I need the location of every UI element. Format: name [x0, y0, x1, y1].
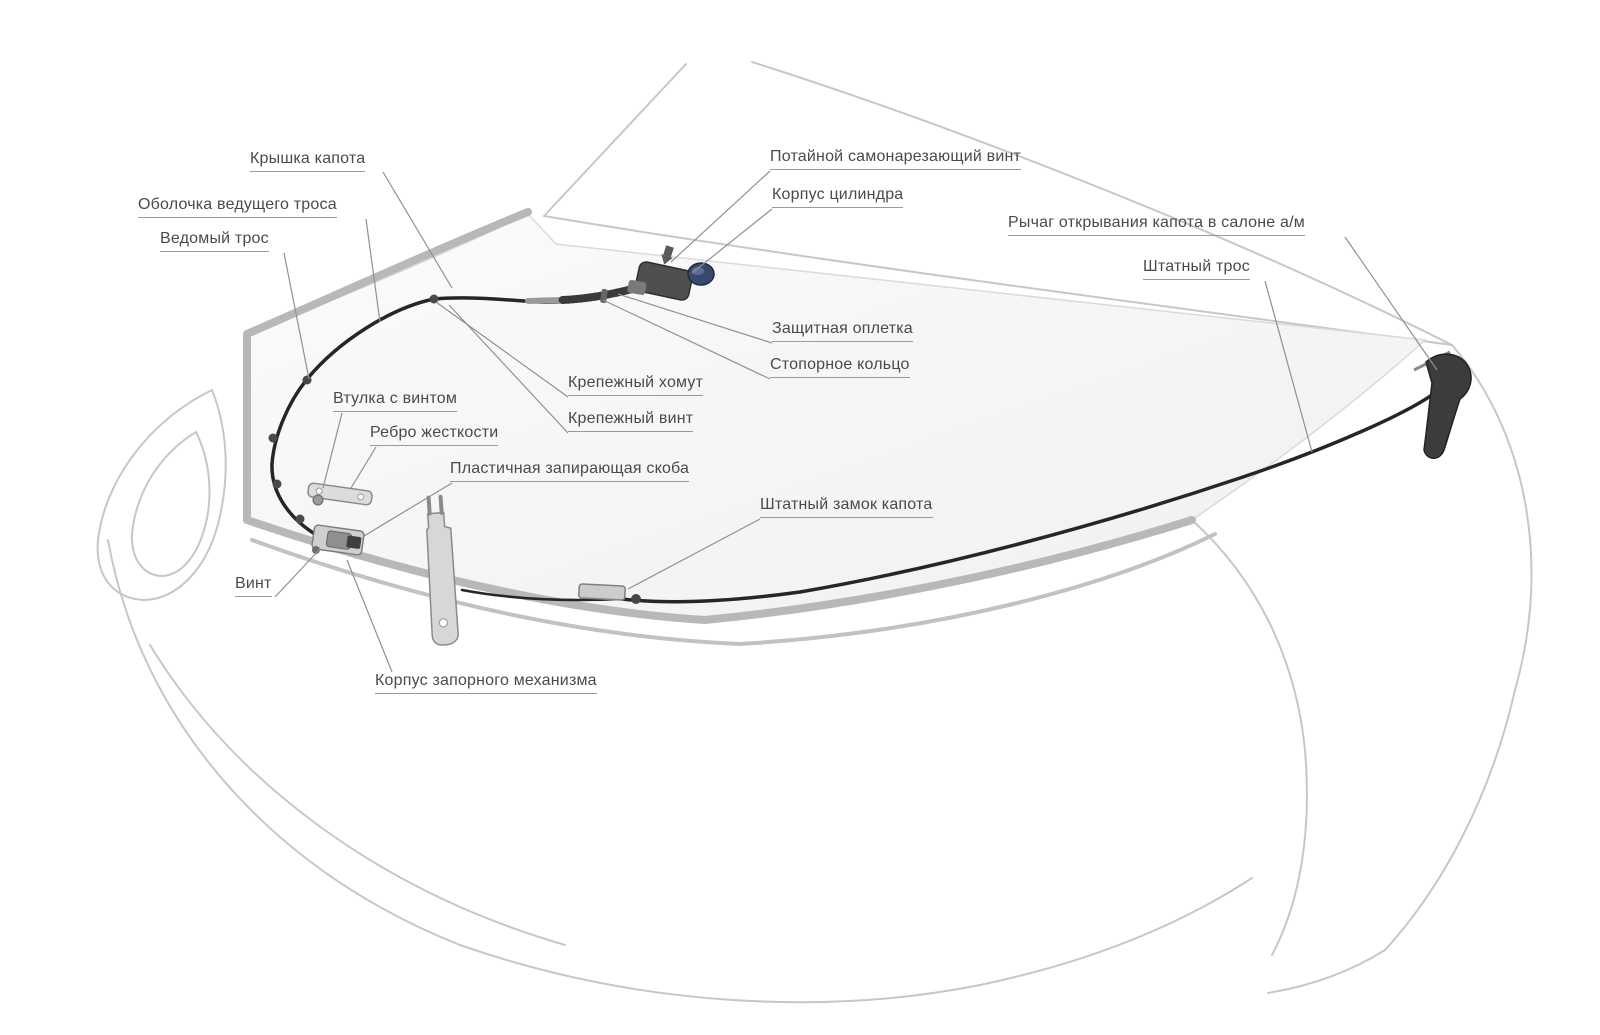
right-lower-curve — [1267, 949, 1386, 994]
label-kryshka-kapota: Крышка капота — [250, 150, 366, 173]
cylinder-key-cap-highlight — [692, 267, 704, 275]
cowl-line — [543, 215, 1453, 346]
leader-korpus-tsilindra — [691, 208, 773, 274]
leader-krepezhnyy-vint — [448, 304, 569, 434]
leader-rebro — [350, 446, 377, 489]
leader-vint — [274, 548, 321, 598]
bumper-outer — [107, 539, 1253, 1004]
leader-shtatnyy-zamok — [627, 518, 761, 590]
lock-cylinder-assembly — [627, 245, 715, 301]
factory-cable-end — [460, 588, 624, 602]
right-fender-arc — [1191, 519, 1308, 956]
a-pillar-left — [543, 63, 687, 217]
leader-vedomyy-tros — [283, 252, 310, 380]
locking-mechanism-assembly — [307, 482, 373, 556]
left-fender-outer — [96, 388, 227, 602]
label-potaynoy-samonarezayushchiy-vint: Потайной самонарезающий винт — [770, 148, 1022, 171]
mounting-clamp — [268, 433, 278, 443]
label-stopornoe-koltso: Стопорное кольцо — [770, 356, 910, 379]
left-fender-inner — [130, 430, 211, 578]
factory-cable — [620, 390, 1438, 604]
leader-shtatnyy-tros — [1264, 280, 1313, 453]
hood-release-lever — [1413, 350, 1472, 459]
cables — [270, 284, 1438, 604]
bumper-inner — [149, 644, 566, 946]
hood-rim-front — [243, 516, 1196, 624]
cylinder-nut — [627, 280, 647, 295]
mounting-clamp — [429, 294, 439, 304]
leader-vtulka — [322, 412, 343, 489]
countersunk-screw — [661, 245, 674, 265]
leader-kryshka-kapota — [382, 171, 453, 289]
label-shtatnyy-tros: Штатный трос — [1143, 258, 1250, 281]
mounting-clamp — [272, 479, 282, 489]
car-body-outline — [96, 61, 1533, 1004]
label-vint: Винт — [235, 575, 272, 598]
label-plastichnaya-zapirayushchaya-skoba: Пластичная запирающая скоба — [450, 460, 690, 483]
factory-hood-lock — [578, 583, 641, 604]
leader-potaynoy-vint — [670, 170, 771, 263]
label-korpus-tsilindra: Корпус цилиндра — [772, 186, 904, 209]
cable-clamps — [268, 294, 439, 524]
grille-edge — [250, 532, 1217, 647]
label-rebro-zhestkosti: Ребро жесткости — [370, 424, 499, 447]
cable-tube — [525, 297, 565, 304]
leader-stopornoe-koltso — [602, 299, 771, 380]
factory-lock-cable-end — [631, 594, 641, 604]
label-obolochka-vedushchego-trosa: Оболочка ведущего троса — [138, 196, 337, 219]
leader-lines — [274, 170, 1438, 673]
leader-krepezhnyy-khomut — [435, 301, 569, 398]
label-shtatnyy-zamok-kapota: Штатный замок капота — [760, 496, 933, 519]
label-krepezhnyy-vint: Крепежный винт — [568, 410, 694, 433]
leader-obolochka — [365, 218, 381, 323]
locking-bracket — [426, 494, 459, 646]
lever-handle — [1423, 353, 1472, 459]
cylinder-body — [635, 261, 693, 301]
mounting-clamp — [295, 514, 305, 524]
leader-plastichnaya-skoba — [363, 482, 453, 537]
leader-korpus-zapornogo — [346, 559, 393, 673]
a-pillar-right — [751, 61, 1453, 346]
stiffening-rib-plate — [307, 482, 373, 506]
label-vedomyy-tros: Ведомый трос — [160, 230, 269, 253]
label-rychag-otkryvaniya-kapota: Рычаг открывания капота в салоне а/м — [1008, 214, 1305, 237]
label-zashchitnaya-opletka: Защитная оплетка — [772, 320, 913, 343]
leader-zashchitnaya-opletka — [617, 293, 773, 344]
leader-rychag — [1344, 236, 1438, 371]
label-krepezhnyy-khomut: Крепежный хомут — [568, 374, 704, 397]
mounting-clamp — [302, 375, 312, 385]
bushing-with-screw — [312, 494, 324, 506]
retaining-ring — [600, 288, 608, 304]
label-vtulka-s-vintom: Втулка с винтом — [333, 390, 458, 413]
right-body-side — [1384, 344, 1533, 951]
label-korpus-zapornogo-mekhanizma: Корпус запорного механизма — [375, 672, 597, 695]
lock-mechanism-body — [311, 524, 365, 556]
